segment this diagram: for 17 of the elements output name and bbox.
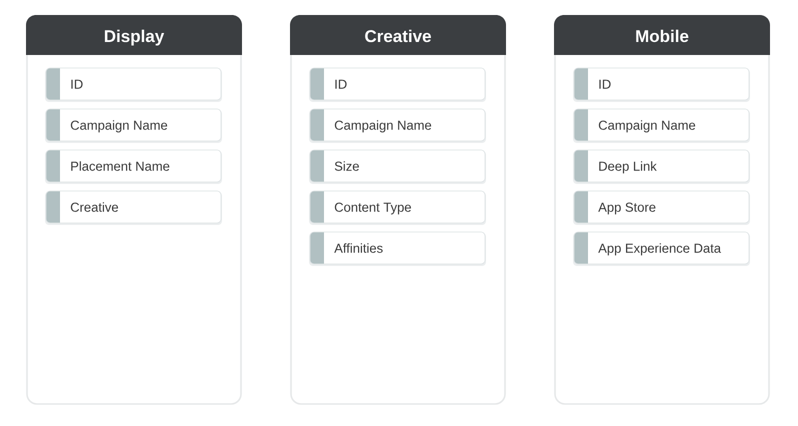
field-row: Placement Name (45, 150, 222, 184)
field-row: ID (309, 68, 486, 102)
header-bar: Display (26, 15, 242, 55)
field-row: Campaign Name (309, 108, 486, 143)
field-row: Affinities (309, 232, 486, 266)
field-row: App Experience Data (573, 232, 750, 266)
field-row: Creative (45, 190, 222, 225)
field-row: App Store (573, 190, 750, 225)
field-row: Campaign Name (573, 108, 750, 143)
field-row: ID (45, 68, 222, 102)
field-row: Size (309, 150, 486, 184)
field-row: Campaign Name (45, 108, 222, 143)
header-bar: Creative (290, 15, 506, 55)
header-bar: Mobile (554, 15, 770, 55)
field-row: Deep Link (573, 150, 750, 184)
field-row: ID (573, 68, 750, 102)
field-row: Content Type (309, 190, 486, 225)
